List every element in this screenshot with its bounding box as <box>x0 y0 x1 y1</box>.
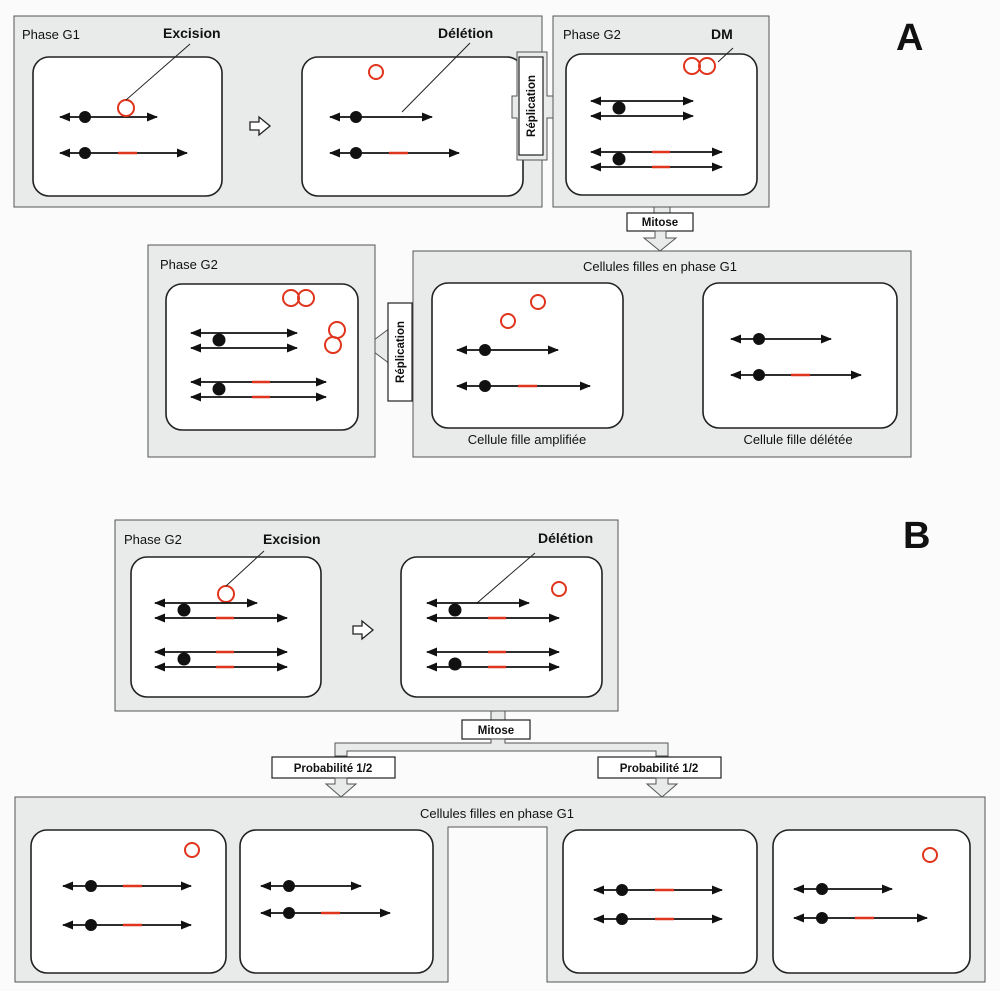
replication-tag-2 <box>387 302 413 402</box>
centromere-icon <box>177 603 191 617</box>
centromere-icon <box>448 657 462 671</box>
centromere-icon <box>212 333 226 347</box>
double-minute-icon <box>698 57 716 75</box>
centromere-icon <box>79 147 91 159</box>
replication-tag <box>518 56 544 156</box>
centromere-icon <box>479 344 491 356</box>
down-arrow-icon <box>645 777 679 798</box>
centromere-icon <box>448 603 462 617</box>
deletion-b-label: Délétion <box>538 530 593 546</box>
centromere-icon <box>283 907 295 919</box>
excision-label: Excision <box>163 25 221 41</box>
part-a: A Phase G1 Excision Délétion Réplication <box>13 15 923 458</box>
deletion-pointer <box>401 42 471 113</box>
phase-g2-bottom-label: Phase G2 <box>160 257 218 272</box>
dm-label: DM <box>711 26 733 42</box>
g2-amplified-cell <box>165 283 359 431</box>
centromere-icon <box>79 111 91 123</box>
daughter-cell-1 <box>30 829 227 974</box>
phase-g1-label: Phase G1 <box>22 27 80 42</box>
deleted-caption: Cellule fille délétée <box>743 432 852 447</box>
excision-pointer-b <box>225 550 265 587</box>
ring-icon <box>500 313 516 329</box>
mitose-b-connector <box>490 710 506 721</box>
daughters-title-a: Cellules filles en phase G1 <box>583 259 737 274</box>
deletion-pointer-b <box>476 552 536 604</box>
centromere-icon <box>212 382 226 396</box>
excision-pointer <box>125 43 191 101</box>
centromere-icon <box>753 369 765 381</box>
ring-icon <box>368 64 384 80</box>
centromere-icon <box>283 880 295 892</box>
phase-g2-b-label: Phase G2 <box>124 532 182 547</box>
daughter-cell-3 <box>562 829 758 974</box>
daughter-cell-4 <box>772 829 971 974</box>
phase-g2-label: Phase G2 <box>563 27 621 42</box>
deleted-daughter-cell <box>702 282 898 429</box>
deletion-label: Délétion <box>438 25 493 41</box>
ring-icon <box>530 294 546 310</box>
centromere-icon <box>479 380 491 392</box>
amplified-daughter-cell <box>431 282 624 429</box>
dm-pointer <box>717 47 734 63</box>
replication-label: Réplication <box>526 75 538 137</box>
ring-icon <box>551 581 567 597</box>
step-arrow-icon <box>249 115 272 137</box>
g2-cell-before-b <box>130 556 322 698</box>
centromere-icon <box>612 101 626 115</box>
centromere-icon <box>350 111 362 123</box>
double-minute-icon <box>297 289 315 307</box>
down-arrow-icon <box>642 230 678 252</box>
part-b-letter: B <box>903 515 930 557</box>
centromere-icon <box>616 913 628 925</box>
ring-icon <box>184 842 200 858</box>
mitose-connector <box>653 206 671 214</box>
centromere-icon <box>612 152 626 166</box>
g2-cell-after-b <box>400 556 603 698</box>
centromere-icon <box>816 912 828 924</box>
centromere-icon <box>85 880 97 892</box>
centromere-icon <box>816 883 828 895</box>
daughter-cell-2 <box>239 829 434 974</box>
g1-cell-after <box>301 56 524 197</box>
prob-left-label: Probabilité 1/2 <box>294 763 373 775</box>
centromere-icon <box>616 884 628 896</box>
part-a-letter: A <box>896 17 923 59</box>
double-minute-icon <box>324 336 342 354</box>
ring-icon <box>922 847 938 863</box>
branch-connector <box>334 738 669 757</box>
centromere-icon <box>350 147 362 159</box>
excision-b-label: Excision <box>263 531 321 547</box>
centromere-icon <box>753 333 765 345</box>
prob-right-label: Probabilité 1/2 <box>620 763 699 775</box>
centromere-icon <box>85 919 97 931</box>
prob-left-tag <box>271 756 396 779</box>
down-arrow-icon <box>324 777 358 798</box>
g2-cell <box>565 53 758 196</box>
part-b: B Phase G2 Excision Délétion <box>14 515 986 983</box>
mitose-label: Mitose <box>642 217 678 229</box>
mitose-b-label: Mitose <box>478 725 514 737</box>
centromere-icon <box>177 652 191 666</box>
daughters-title-b: Cellules filles en phase G1 <box>420 806 574 821</box>
g1-cell-before <box>32 56 223 197</box>
amplified-caption: Cellule fille amplifiée <box>468 432 587 447</box>
replication-label-2: Réplication <box>395 321 407 383</box>
step-arrow-icon <box>352 619 375 641</box>
